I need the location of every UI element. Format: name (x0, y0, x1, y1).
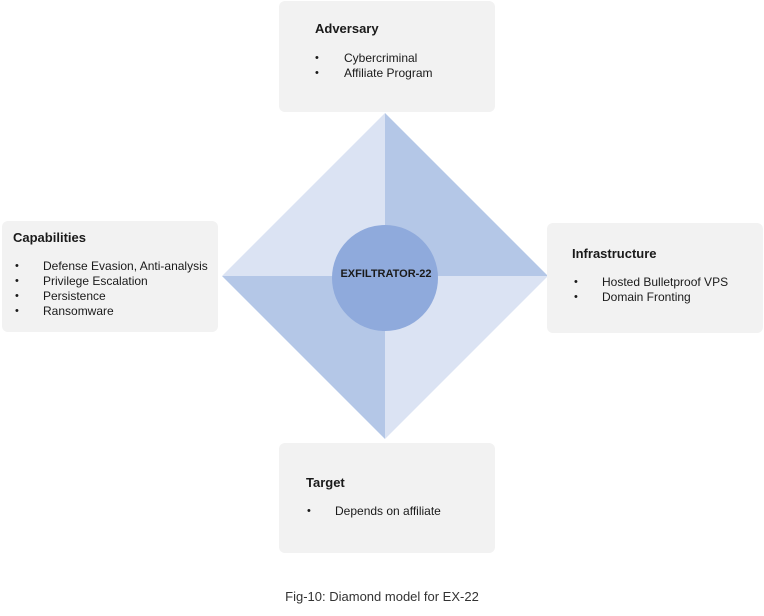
infrastructure-box: Infrastructure •Hosted Bulletproof VPS •… (547, 223, 763, 333)
center-circle (332, 225, 438, 331)
bullet: • (315, 67, 319, 79)
list-item: •Privilege Escalation (15, 274, 148, 288)
center-label: EXFILTRATOR-22 (340, 268, 432, 280)
bullet: • (307, 505, 311, 517)
list-item: •Cybercriminal (315, 51, 418, 65)
list-item: •Depends on affiliate (307, 504, 441, 518)
bullet: • (15, 275, 19, 287)
adversary-box: Adversary •Cybercriminal •Affiliate Prog… (279, 1, 495, 112)
adversary-list: •Cybercriminal •Affiliate Program (315, 51, 433, 81)
list-item: •Persistence (15, 289, 106, 303)
diamond-facet-bottom-left (222, 276, 385, 439)
bullet: • (574, 291, 578, 303)
target-title: Target (306, 475, 345, 490)
adversary-title: Adversary (315, 21, 379, 36)
list-item: •Hosted Bulletproof VPS (574, 275, 729, 289)
list-item: •Ransomware (15, 304, 114, 318)
figure-caption: Fig-10: Diamond model for EX-22 (285, 589, 479, 604)
list-item: •Domain Fronting (574, 290, 691, 304)
bullet: • (15, 305, 19, 317)
bullet: • (574, 276, 578, 288)
list-item: •Defense Evasion, Anti-analysis (15, 259, 208, 273)
capabilities-box: Capabilities •Defense Evasion, Anti-anal… (2, 221, 218, 332)
list-item: •Affiliate Program (315, 66, 433, 80)
capabilities-list: •Defense Evasion, Anti-analysis •Privile… (15, 259, 208, 319)
capabilities-title: Capabilities (13, 230, 86, 245)
infrastructure-title: Infrastructure (572, 246, 657, 261)
bullet: • (15, 260, 19, 272)
infrastructure-list: •Hosted Bulletproof VPS •Domain Fronting (574, 275, 729, 305)
target-box: Target •Depends on affiliate (279, 443, 495, 553)
diamond-facet-top-right (385, 113, 548, 276)
target-list: •Depends on affiliate (307, 504, 441, 519)
bullet: • (15, 290, 19, 302)
diamond-facet-top-left (222, 113, 385, 276)
bullet: • (315, 52, 319, 64)
diamond-facet-bottom-right (385, 276, 548, 439)
